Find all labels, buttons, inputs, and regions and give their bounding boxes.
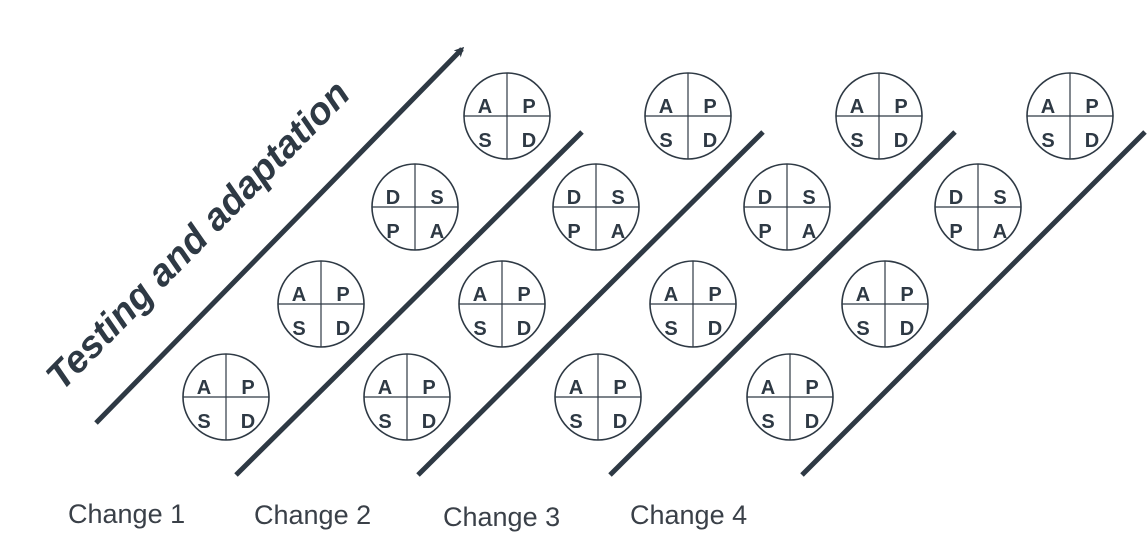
pdsa-cycle: A P S D <box>463 72 551 160</box>
quadrant-letter: P <box>517 284 530 306</box>
quadrant-letter: P <box>386 221 399 243</box>
quadrant-letter: A <box>993 221 1007 243</box>
change-label-1: Change 1 <box>68 499 185 529</box>
quadrant-letter: S <box>378 411 391 433</box>
quadrant-letter: D <box>517 318 531 340</box>
quadrant-letter: S <box>850 130 863 152</box>
quadrant-letter: P <box>522 96 535 118</box>
pdsa-cycle: A P S D <box>182 353 270 441</box>
quadrant-letter: S <box>856 318 869 340</box>
quadrant-letter: S <box>1041 130 1054 152</box>
pdsa-cycle: A P S D <box>835 72 923 160</box>
quadrant-letter: S <box>659 130 672 152</box>
quadrant-letter: S <box>478 130 491 152</box>
pdsa-cycle: A P S D <box>277 260 365 348</box>
change-label-3: Change 3 <box>443 502 560 532</box>
quadrant-letter: A <box>197 377 211 399</box>
quadrant-letter: A <box>761 377 775 399</box>
quadrant-letter: D <box>758 187 772 209</box>
quadrant-letter: D <box>567 187 581 209</box>
change-label-4: Change 4 <box>630 500 747 530</box>
quadrant-letter: A <box>478 96 492 118</box>
quadrant-letter: A <box>378 377 392 399</box>
quadrant-letter: A <box>611 221 625 243</box>
pdsa-cycle: A P S D <box>841 260 929 348</box>
quadrant-letter: D <box>613 411 627 433</box>
pdsa-cycle: A P S D <box>554 353 642 441</box>
quadrant-letter: A <box>292 284 306 306</box>
quadrant-letter: A <box>850 96 864 118</box>
separator-line-3 <box>608 130 957 477</box>
quadrant-letter: A <box>659 96 673 118</box>
quadrant-letter: S <box>611 187 624 209</box>
separator-line-1 <box>234 130 584 477</box>
quadrant-letter: S <box>569 411 582 433</box>
separator-line-2 <box>416 130 765 477</box>
quadrant-letter: P <box>336 284 349 306</box>
change-label-2: Change 2 <box>254 500 371 530</box>
quadrant-letter: S <box>802 187 815 209</box>
quadrant-letter: P <box>894 96 907 118</box>
quadrant-letter: D <box>703 130 717 152</box>
quadrant-letter: P <box>900 284 913 306</box>
quadrant-letter: A <box>430 221 444 243</box>
quadrant-letter: S <box>761 411 774 433</box>
diagram-title: Testing and adaptation <box>38 73 358 399</box>
quadrant-letter: D <box>1085 130 1099 152</box>
pdsa-cycle: A P S D <box>1026 72 1114 160</box>
pdsa-cycle: A P S D <box>458 260 546 348</box>
quadrant-letter: A <box>664 284 678 306</box>
quadrant-letter: S <box>430 187 443 209</box>
testing-adaptation-arrow <box>94 46 465 425</box>
quadrant-letter: P <box>758 221 771 243</box>
quadrant-letter: S <box>664 318 677 340</box>
quadrant-letter: D <box>241 411 255 433</box>
quadrant-letter: D <box>805 411 819 433</box>
quadrant-letter: A <box>802 221 816 243</box>
quadrant-letter: D <box>522 130 536 152</box>
quadrant-letter: P <box>703 96 716 118</box>
pdsa-cycle: A P S D <box>363 353 451 441</box>
quadrant-letter: S <box>473 318 486 340</box>
quadrant-letter: D <box>386 187 400 209</box>
pdsa-cycle: D S P A <box>371 163 459 251</box>
quadrant-letter: P <box>567 221 580 243</box>
quadrant-letter: D <box>949 187 963 209</box>
quadrant-letter: P <box>422 377 435 399</box>
quadrant-letter: A <box>473 284 487 306</box>
quadrant-letter: D <box>900 318 914 340</box>
pdsa-cycle: D S P A <box>934 163 1022 251</box>
quadrant-letter: P <box>805 377 818 399</box>
pdsa-cycle: A P S D <box>746 353 834 441</box>
quadrant-letter: D <box>336 318 350 340</box>
quadrant-letter: P <box>708 284 721 306</box>
quadrant-letter: D <box>708 318 722 340</box>
pdsa-cycle: D S P A <box>743 163 831 251</box>
quadrant-letter: S <box>292 318 305 340</box>
quadrant-letter: S <box>993 187 1006 209</box>
pdsa-cycle: A P S D <box>649 260 737 348</box>
quadrant-letter: A <box>569 377 583 399</box>
quadrant-letter: D <box>422 411 436 433</box>
pdsa-cycle: A P S D <box>644 72 732 160</box>
quadrant-letter: P <box>1085 96 1098 118</box>
quadrant-letter: D <box>894 130 908 152</box>
quadrant-letter: P <box>949 221 962 243</box>
pdsa-cycle: D S P A <box>552 163 640 251</box>
separator-line-4 <box>800 130 1147 477</box>
quadrant-letter: A <box>856 284 870 306</box>
quadrant-letter: P <box>613 377 626 399</box>
quadrant-letter: S <box>197 411 210 433</box>
quadrant-letter: A <box>1041 96 1055 118</box>
quadrant-letter: P <box>241 377 254 399</box>
